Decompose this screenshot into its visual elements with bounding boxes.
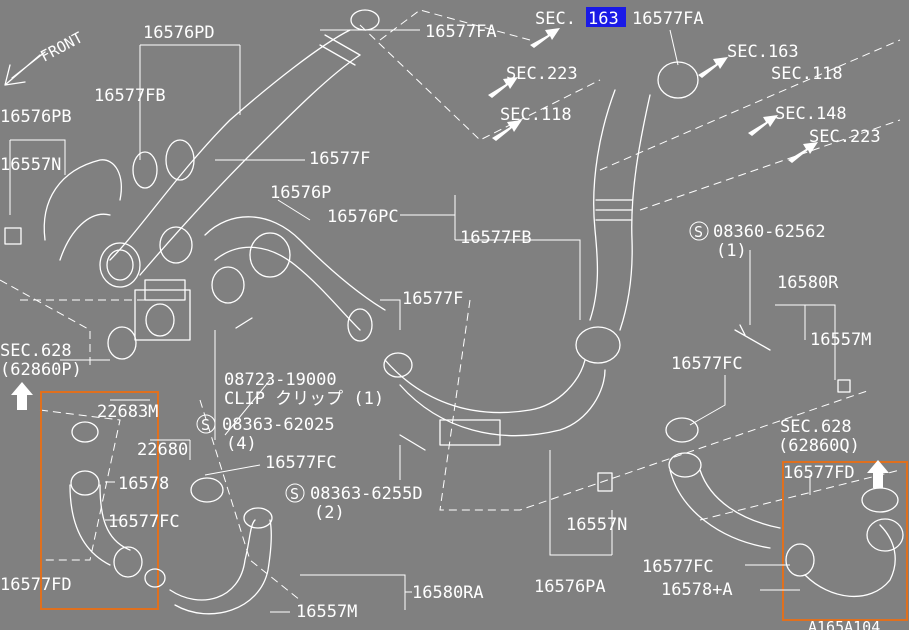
label-16577FB-left: 16577FB — [94, 86, 166, 106]
label-bolt-08360-qty: (1) — [716, 241, 747, 261]
label-sec-118-a: SEC.118 — [500, 105, 572, 125]
label-16577F-b: 16577F — [402, 289, 463, 309]
label-16577FD-left: 16577FD — [0, 575, 72, 595]
pipe-16576PC — [575, 61, 699, 364]
label-sec-223-b: SEC.223 — [809, 127, 881, 147]
label-16557N-mid: 16557N — [566, 515, 627, 535]
svg-text:S: S — [201, 416, 210, 434]
screw-symbols: S S S — [196, 221, 709, 503]
label-screw-08363-6255D-qty: (2) — [314, 503, 345, 523]
sec-163-number: 163 — [588, 9, 619, 29]
label-clip: CLIP クリップ (1) — [224, 389, 384, 409]
hose-16578-left — [69, 421, 166, 588]
label-16578: 16578 — [118, 474, 169, 494]
label-16557N-left: 16557N — [0, 155, 61, 175]
label-22680: 22680 — [137, 440, 188, 460]
label-62860P: (62860P) — [0, 360, 82, 380]
label-16576PC: 16576PC — [327, 207, 399, 227]
label-22683M: 22683M — [97, 402, 158, 422]
sec-163-prefix: SEC. — [535, 9, 576, 29]
label-16577F-a: 16577F — [309, 149, 370, 169]
bolts — [4, 227, 851, 492]
callout-labels: SEC. 163 16577FA 16577FA 16576PD 16577FB… — [0, 9, 881, 630]
label-16577FB-mid: 16577FB — [460, 228, 532, 248]
label-16557M-bottom: 16557M — [296, 602, 357, 622]
pipe-16576P — [204, 216, 386, 342]
label-16580R: 16580R — [777, 273, 839, 293]
pipe-16576PB — [43, 159, 141, 288]
highlight-box-left — [40, 391, 159, 610]
front-arrow: FRONT — [4, 28, 86, 86]
section-arrows — [11, 28, 889, 488]
label-16576PD: 16576PD — [143, 23, 215, 43]
label-clip-part: 08723-19000 — [224, 370, 337, 390]
label-16557M-right: 16557M — [810, 330, 871, 350]
label-16577FC-mid: 16577FC — [265, 453, 337, 473]
pipe-16580R — [665, 417, 904, 598]
highlight-box-right — [782, 461, 908, 621]
label-16577FC-left: 16577FC — [108, 512, 180, 532]
label-16576PA: 16576PA — [534, 577, 606, 597]
label-sec-118-b: SEC.118 — [771, 64, 843, 84]
pipe-16576PA — [383, 352, 606, 446]
label-62860Q: (62860Q) — [778, 436, 860, 456]
label-16577FD-right: 16577FD — [783, 463, 855, 483]
label-sec-628-right: SEC.628 — [780, 417, 852, 437]
label-16577FA-right: 16577FA — [632, 9, 704, 29]
label-16577FC-low: 16577FC — [642, 557, 714, 577]
label-screw-08363-62025: 08363-62025 — [222, 415, 335, 435]
label-16578A: 16578+A — [661, 580, 733, 600]
svg-text:S: S — [694, 223, 703, 241]
label-sec-148: SEC.148 — [775, 104, 847, 124]
svg-text:S: S — [290, 485, 299, 503]
leader-lines — [9, 29, 836, 613]
highlight-marker — [586, 7, 626, 27]
figure-code: A165A104 — [808, 618, 880, 630]
label-16576PB: 16576PB — [0, 107, 72, 127]
label-16577FC-right: 16577FC — [671, 354, 743, 374]
pipe-16576PD — [109, 9, 380, 276]
label-16580RA: 16580RA — [412, 583, 484, 603]
label-16576P: 16576P — [270, 183, 331, 203]
label-sec-628-left: SEC.628 — [0, 341, 72, 361]
throttle-body — [107, 279, 191, 360]
clamps-upper — [132, 139, 245, 304]
label-screw-08363-6255D: 08363-6255D — [310, 484, 423, 504]
label-screw-08363-62025-qty: (4) — [226, 434, 257, 454]
label-16577FA-top: 16577FA — [425, 22, 497, 42]
label-bolt-08360: 08360-62562 — [713, 222, 826, 242]
pipe-16580RA — [169, 477, 273, 615]
label-sec-163-b: SEC.163 — [727, 42, 799, 62]
front-label: FRONT — [37, 28, 85, 65]
label-sec-223-a: SEC.223 — [506, 64, 578, 84]
